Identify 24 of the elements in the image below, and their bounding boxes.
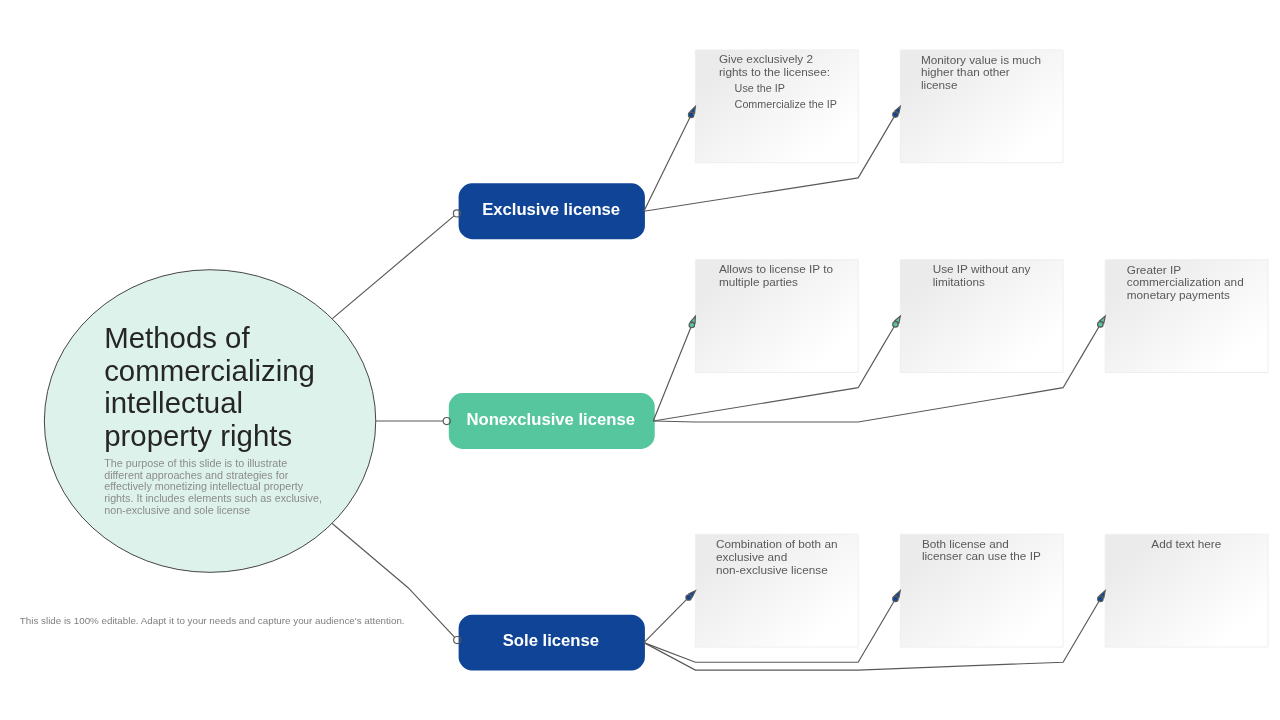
node-box: Exclusive license — [458, 183, 645, 240]
node-box: Allows to license IP to multiple parties — [694, 259, 859, 373]
node-box: Combination of both an exclusive and non-exclusive license — [694, 533, 859, 648]
arrow — [652, 314, 697, 422]
arrow — [643, 104, 697, 212]
arrow — [643, 589, 1107, 671]
node-box: Give exclusively 2 rights to the licensee: Use the IP Commercialize the IP — [694, 49, 859, 164]
arrow — [643, 104, 902, 212]
node-box: Nonexclusive license — [448, 393, 655, 449]
node-box: Add text here — [1104, 533, 1269, 648]
arrow — [652, 314, 902, 422]
node-box: Both license and licenser can use the IP — [899, 533, 1064, 648]
node-box: Monitory value is much higher than other license — [899, 49, 1064, 164]
node-box: Sole license — [458, 614, 645, 671]
arrow — [643, 589, 697, 644]
connector — [331, 209, 461, 320]
arrow — [643, 589, 902, 663]
node-circle: Methods of commercializing intellectual property rights The purpose of this slide is to illustrate different approaches and strategies for effectively monetizing intellectual property rights. It includes elements such as exclusive, non-exclusive and sole license — [43, 269, 377, 573]
arrow — [652, 314, 1107, 423]
connector — [331, 522, 462, 645]
label: This slide is 100% editable. Adapt it to your needs and capture your audience's attention. — [19, 614, 405, 626]
node-box: Use IP without any limitations — [899, 259, 1064, 373]
node-box: Greater IP commercialization and monetary payments — [1104, 259, 1269, 373]
connector — [375, 416, 451, 426]
